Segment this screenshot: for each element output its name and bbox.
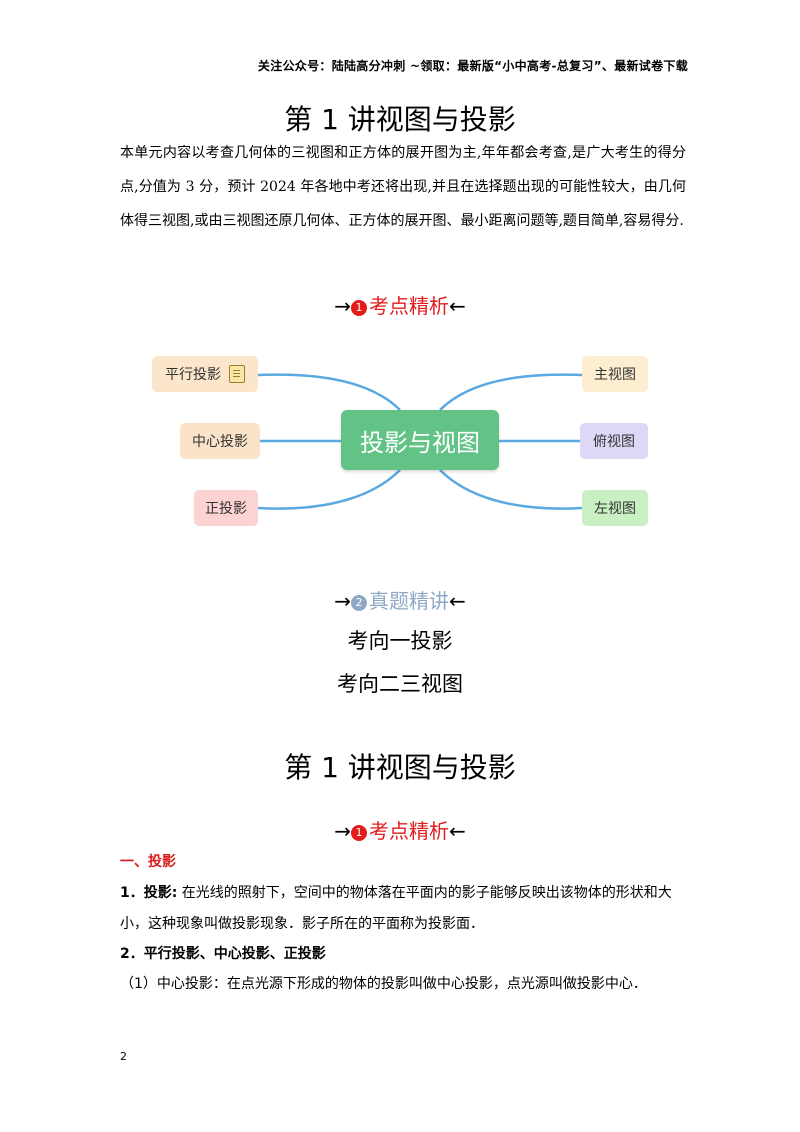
mindmap-node-orthographic-projection: 正投影: [194, 490, 258, 526]
kd-item-text: 在光线的照射下，空间中的物体落在平面内的影子能够反映出该物体的形状和大: [181, 885, 672, 901]
arrow-right-icon: →: [334, 819, 351, 843]
mindmap-node-front-view: 主视图: [582, 356, 648, 392]
mindmap-node-parallel-projection: 平行投影: [152, 356, 258, 392]
kd-heading: 一、投影: [120, 854, 176, 870]
kd-item-2: 2．平行投影、中心投影、正投影: [120, 946, 326, 962]
number-one-badge: 1: [351, 825, 367, 841]
section-label: 考点精析: [369, 294, 449, 318]
direction-2: 考向二三视图: [337, 672, 463, 696]
mindmap-node-left-view: 左视图: [582, 490, 648, 526]
mindmap-node-central-projection: 中心投影: [180, 423, 260, 459]
page-title: 第 1 讲视图与投影: [284, 103, 516, 136]
kd-item-1: 1．投影: 在光线的照射下，空间中的物体落在平面内的影子能够反映出该物体的形状和…: [120, 882, 690, 902]
node-label: 左视图: [594, 501, 636, 517]
arrow-left-icon: ←: [449, 819, 466, 843]
arrow-left-icon: ←: [449, 294, 466, 318]
node-label: 主视图: [594, 367, 636, 383]
memo-icon: [229, 365, 245, 383]
arrow-right-icon: →: [334, 589, 351, 613]
mindmap-center-node: 投影与视图: [341, 410, 499, 470]
node-label: 正投影: [205, 501, 247, 517]
node-label: 平行投影: [165, 367, 221, 383]
mindmap-connectors: [257, 373, 583, 510]
kd-item-3: （1）中心投影：在点光源下形成的物体的投影叫做中心投影，点光源叫做投影中心．: [120, 976, 647, 992]
direction-1: 考向一投影: [347, 629, 453, 653]
section-label: 真题精讲: [369, 589, 449, 613]
node-label: 中心投影: [192, 434, 248, 450]
section-label: 考点精析: [369, 819, 449, 843]
header-note: 关注公众号：陆陆高分冲刺 ~领取：最新版“小中高考-总复习”、最新试卷下载: [257, 59, 688, 73]
kd-item-1-cont: 小，这种现象叫做投影现象．影子所在的平面称为投影面．: [120, 916, 484, 932]
page-number: 2: [120, 1050, 127, 1063]
arrow-right-icon: →: [334, 294, 351, 318]
number-one-badge: 1: [351, 300, 367, 316]
kd-item-label: 1．投影:: [120, 885, 178, 901]
intro-paragraph: 本单元内容以考查几何体的三视图和正方体的展开图为主,年年都会考查,是广大考生的得…: [120, 145, 686, 229]
page-title-2: 第 1 讲视图与投影: [284, 751, 516, 784]
mindmap-node-top-view: 俯视图: [580, 423, 648, 459]
arrow-left-icon: ←: [449, 589, 466, 613]
node-label: 俯视图: [593, 434, 635, 450]
number-two-badge: 2: [351, 595, 367, 611]
